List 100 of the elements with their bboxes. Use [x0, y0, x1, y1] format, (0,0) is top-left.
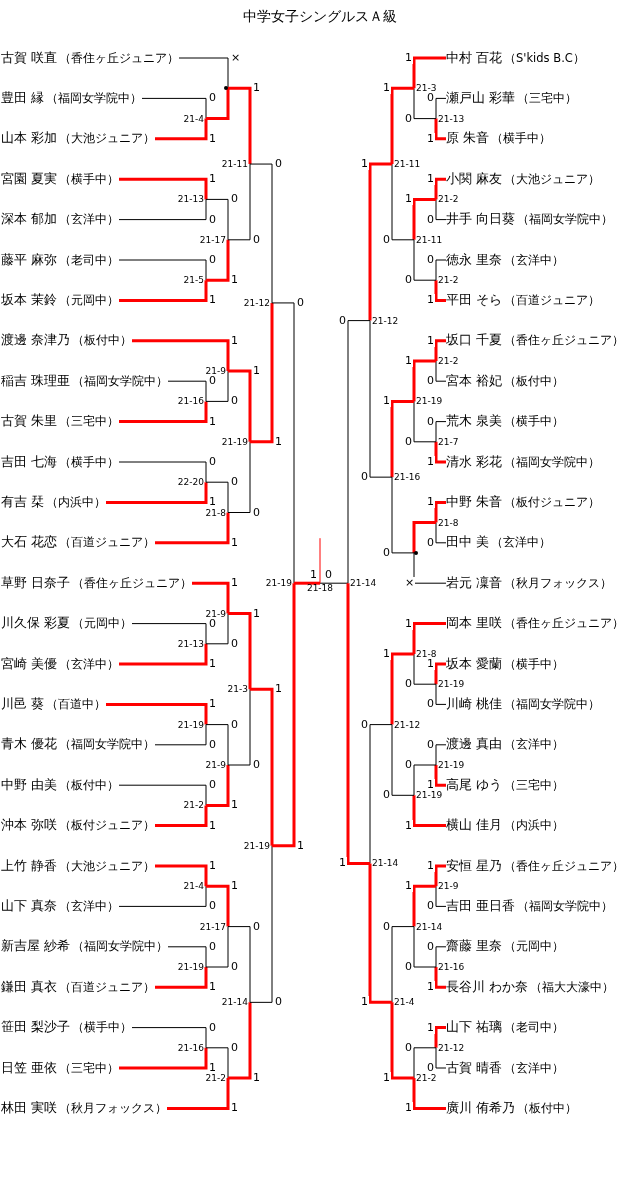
- match-score: 21-4: [176, 113, 206, 125]
- team-name: （百道ジュニア）: [59, 979, 155, 995]
- player-name: 山下 祐璃: [446, 1019, 502, 1037]
- match-score: 21-19: [414, 396, 446, 408]
- bracket-line: [435, 1047, 447, 1069]
- player-name: 林田 実咲: [1, 1099, 57, 1117]
- set-count: 0: [404, 1041, 413, 1054]
- team-name: （元岡中）: [72, 616, 132, 632]
- match-score: 21-4: [176, 881, 206, 893]
- player-name: 大石 花恋: [1, 534, 57, 552]
- match-score: 21-16: [436, 962, 468, 973]
- set-count: 0: [426, 940, 435, 953]
- bracket-line: [435, 744, 447, 766]
- set-count: 0: [382, 233, 391, 246]
- team-name: （福岡女学院中）: [72, 939, 168, 955]
- set-count: 0: [208, 738, 217, 751]
- match-score: 21-13: [176, 194, 206, 206]
- set-count: 0: [296, 296, 305, 309]
- set-count: 0: [404, 435, 413, 448]
- title: 中学女子シングルスＡ級: [242, 8, 398, 26]
- bracket-line: [228, 86, 252, 165]
- player-name: 中野 朱音: [446, 493, 502, 511]
- bracket-line: [250, 687, 274, 846]
- player-name: 荒木 泉美: [446, 413, 502, 431]
- team-name: （玄洋中）: [504, 737, 564, 753]
- bracket-line: [390, 86, 414, 165]
- bracket-line: [413, 764, 437, 796]
- match-score: 21-14: [370, 858, 402, 870]
- bracket-line: [206, 239, 230, 282]
- set-count: 1: [208, 819, 217, 832]
- match-score: 21-16: [176, 1042, 206, 1054]
- bracket-line: [434, 662, 446, 685]
- player-name: 平田 そら: [446, 291, 502, 309]
- bracket-line: [412, 1078, 446, 1110]
- bracket-line: [205, 926, 229, 968]
- set-count: 0: [252, 759, 261, 771]
- bracket-line: [167, 946, 207, 968]
- bracket-line: [272, 583, 296, 848]
- bracket-line: [250, 302, 274, 444]
- team-name: （老司中）: [59, 252, 119, 268]
- set-count: 1: [382, 647, 391, 660]
- bracket-line: [368, 863, 392, 1004]
- match-score: 21-13: [176, 638, 206, 650]
- player-name: 山本 彩加: [1, 130, 57, 148]
- bracket-line: [119, 177, 208, 200]
- match-score: 21-19: [264, 578, 294, 590]
- set-count: 0: [426, 738, 435, 751]
- set-count: 1: [382, 395, 391, 408]
- set-count: 1: [296, 839, 305, 852]
- set-count: ×: [230, 52, 242, 64]
- set-count: 0: [208, 1021, 217, 1034]
- player-name: 吉田 亜日香: [446, 897, 515, 915]
- bracket-line: [154, 724, 207, 746]
- team-name: （香住ヶ丘ジュニア）: [72, 575, 192, 591]
- team-name: （三宅中）: [59, 414, 119, 430]
- set-count: 1: [274, 435, 283, 448]
- team-name: （香住ヶ丘ジュニア）: [504, 333, 624, 349]
- player-name: 坂本 茉鈴: [1, 291, 57, 309]
- bracket-line: [435, 885, 447, 907]
- match-score: 21-9: [198, 608, 228, 620]
- match-score: 21-19: [242, 840, 272, 852]
- team-name: （老司中）: [504, 1020, 564, 1036]
- match-score: 21-12: [370, 315, 402, 327]
- bracket-line: [434, 967, 446, 989]
- player-name: 鎌田 真衣: [1, 978, 57, 996]
- set-count: 0: [426, 536, 435, 549]
- team-name: （大池ジュニア）: [59, 131, 155, 147]
- set-count: 1: [426, 1021, 435, 1034]
- bracket-line: [249, 163, 273, 304]
- set-count: 1: [426, 132, 435, 145]
- set-count: 1: [404, 880, 413, 893]
- player-name: 渡邊 奈津乃: [1, 332, 70, 350]
- bracket-line: [155, 118, 208, 141]
- set-count: 0: [404, 759, 413, 771]
- bracket-line: [167, 380, 207, 402]
- team-name: （百道中）: [46, 696, 106, 712]
- team-name: （福岡女学院中）: [517, 898, 613, 914]
- match-score: 21-17: [198, 921, 228, 933]
- bracket-line: [319, 537, 321, 584]
- player-name: 井手 向日葵: [446, 211, 515, 229]
- bracket-line: [118, 461, 207, 483]
- team-name: （福岡女学院中）: [504, 696, 600, 712]
- bracket-line: [413, 239, 437, 281]
- bracket-line: [435, 259, 447, 281]
- set-count: 1: [382, 82, 391, 95]
- bracket-line: [347, 320, 371, 584]
- bracket-line: [434, 765, 446, 787]
- bracket-line: [434, 118, 446, 141]
- bracket-line: [434, 1026, 446, 1048]
- team-name: （横手中）: [491, 131, 551, 147]
- player-name: 古賀 朱里: [1, 413, 57, 431]
- match-score: 21-8: [414, 648, 446, 660]
- match-score: 21-17: [198, 234, 228, 246]
- set-count: 1: [404, 617, 413, 630]
- set-count: 0: [230, 961, 239, 973]
- team-name: （板付中）: [72, 333, 132, 349]
- bracket-line: [412, 795, 446, 828]
- team-name: （福大大濠中）: [530, 979, 614, 995]
- set-count: 1: [426, 173, 435, 186]
- team-name: （秋月フォックス）: [504, 575, 612, 591]
